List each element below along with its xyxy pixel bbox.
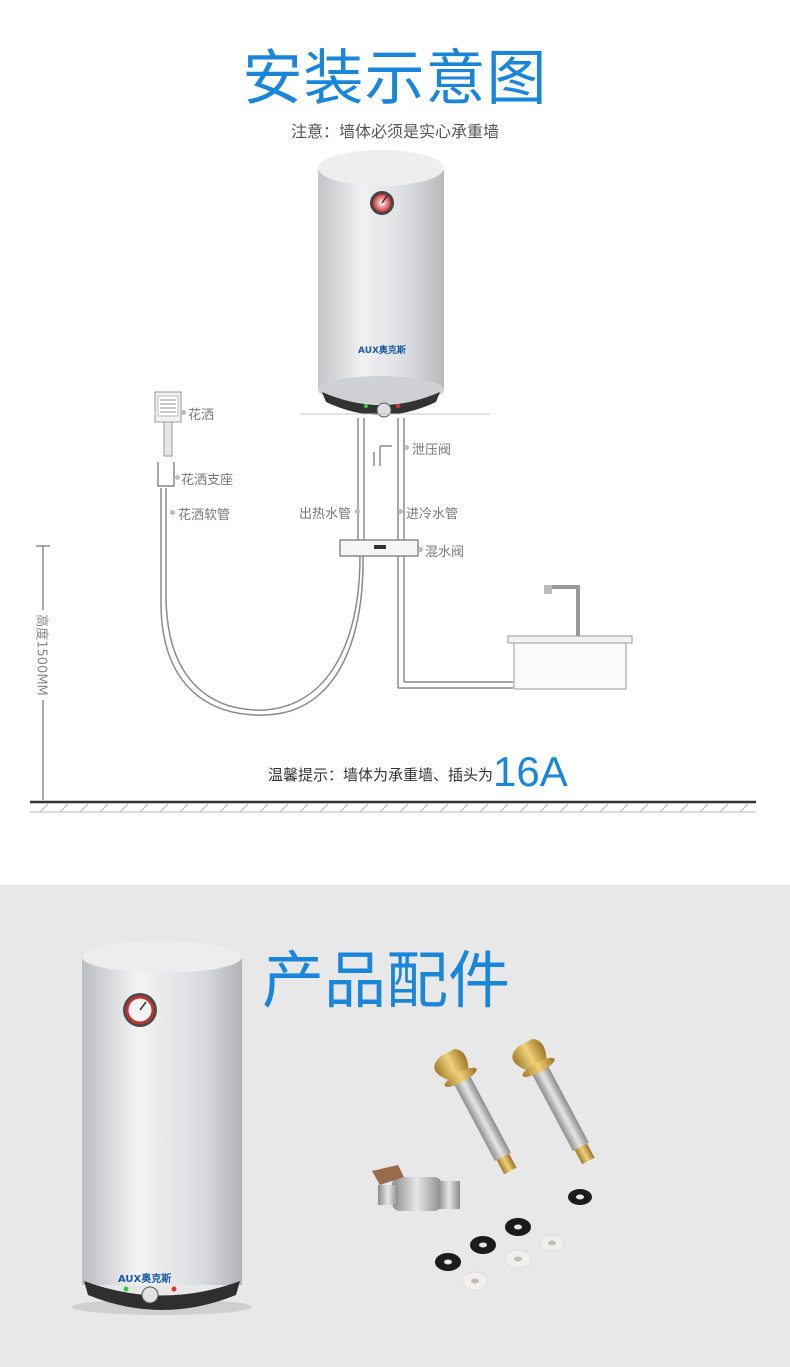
pressure-valve-dot xyxy=(404,445,409,450)
installation-title: 安装示意图 xyxy=(242,44,548,114)
accessories-illustration xyxy=(72,941,595,1315)
cold-pipe-dot xyxy=(398,509,403,514)
pipes xyxy=(160,418,513,716)
shower-head xyxy=(154,391,182,487)
tank-brand-logo: AUX奥克斯 xyxy=(358,346,406,356)
sink xyxy=(507,585,633,690)
shower-holder-dot xyxy=(175,475,180,480)
water-heater-tank xyxy=(300,150,490,418)
height-label: 高度1500MM xyxy=(33,614,49,696)
expansion-bolt-left xyxy=(434,1048,517,1175)
floor xyxy=(30,800,756,813)
label-shower-hose: 花洒软管 xyxy=(178,508,231,523)
black-washers xyxy=(435,1189,592,1271)
installation-diagram xyxy=(30,150,756,813)
label-hot-pipe: 出热水管 xyxy=(299,507,352,522)
height-dimension xyxy=(36,545,50,800)
safety-valve xyxy=(372,1165,460,1211)
expansion-bolt-right xyxy=(512,1038,595,1165)
installation-section xyxy=(0,0,790,885)
install-tip: 温馨提示：墙体为承重墙、插头为16A xyxy=(268,748,568,796)
hot-pipe-dot xyxy=(355,509,360,514)
mixing-valve-dot xyxy=(418,547,423,552)
product-tank xyxy=(72,941,252,1315)
install-tip-text: 温馨提示：墙体为承重墙、插头为 xyxy=(268,766,494,784)
shower-dot xyxy=(181,410,186,415)
label-mixing-valve: 混水阀 xyxy=(425,545,465,560)
label-cold-pipe: 进冷水管 xyxy=(406,507,459,522)
product-brand-logo: AUX奥克斯 xyxy=(118,1274,172,1285)
label-shower: 花洒 xyxy=(188,408,215,423)
install-tip-value: 16A xyxy=(493,748,568,795)
accessories-title: 产品配件 xyxy=(262,944,511,1017)
shower-hose-dot xyxy=(170,510,175,515)
label-pressure-valve: 泄压阀 xyxy=(412,443,452,458)
label-shower-holder: 花洒支座 xyxy=(181,473,234,488)
installation-subtitle: 注意：墙体必须是实心承重墙 xyxy=(290,122,499,141)
white-washers xyxy=(461,1234,565,1291)
